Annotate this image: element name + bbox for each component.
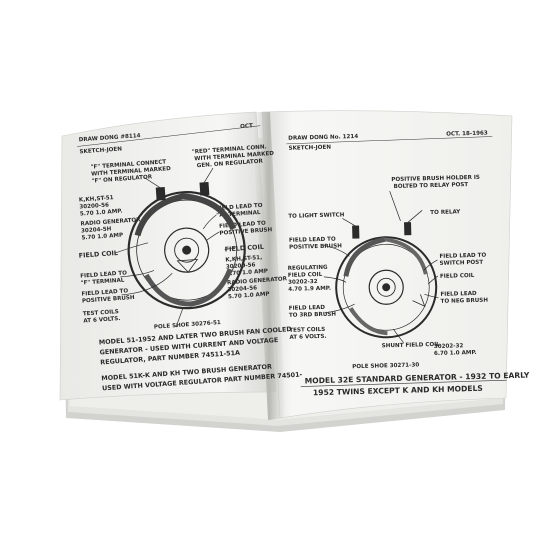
left-field-lead-r2: FIELD LEAD TO: [219, 221, 266, 230]
left-spec-3: 5.70 1.0 AMP.: [80, 209, 123, 218]
right-field-lead-neg-2: TO NEG BRUSH: [441, 298, 489, 305]
left-red-terminal: "RED" TERMINAL CONN.: [192, 144, 267, 155]
right-rf-spec-1: 30202-32: [288, 279, 318, 286]
right-field-lead-3rd: FIELD LEAD: [289, 305, 326, 312]
left-spec-r2: 30200-56: [226, 262, 256, 270]
right-to-relay: TO RELAY: [430, 209, 461, 216]
right-field-lead-switch-2: SWITCH POST: [440, 260, 484, 267]
left-test-coils: TEST COILS: [83, 309, 119, 317]
left-radio-2: 30204-5H: [81, 226, 112, 234]
left-spec-r3: 5.70 1.0 AMP: [226, 269, 268, 278]
right-generator-diagram: [322, 191, 439, 344]
left-pole-shoe: POLE SHOE 30276-51: [154, 320, 221, 331]
right-field-lead-pos: FIELD LEAD TO: [289, 237, 336, 244]
left-spec-1: K,KH,ST-51: [79, 195, 114, 203]
right-pos-brush-2: BOLTED TO RELAY POST: [394, 182, 469, 190]
left-field-lead-neg-2: "F" TERMINAL: [81, 278, 126, 287]
left-header-drawing-no: DRAW DONG #8114: [79, 133, 141, 143]
right-field-coil: FIELD COIL: [288, 272, 323, 279]
left-generator-diagram: [114, 167, 246, 328]
right-test-coils-2: AT 6 VOLTS.: [289, 334, 326, 341]
left-field-lead-pos-2: POSITIVE BRUSH: [82, 295, 135, 305]
left-radio-r1: RADIO GENERATOR: [227, 276, 288, 286]
left-radio-r3: 5.70 1.0 AMP: [228, 291, 270, 300]
right-header-date: OCT. 18-1963: [446, 131, 488, 138]
left-field-lead-pos: FIELD LEAD TO: [81, 288, 128, 297]
right-to-light: TO LIGHT SWITCH: [288, 212, 345, 219]
right-shunt-spec-2: 6.70 1.0 AMP.: [434, 350, 477, 357]
left-field-lead-r2-2: POSITIVE BRUSH: [219, 227, 272, 237]
right-field-lead-neg: FIELD LEAD: [440, 291, 477, 298]
right-pos-brush-1: POSITIVE BRUSH HOLDER IS: [391, 175, 480, 183]
right-shunt-spec-1: 30202-32: [434, 343, 464, 350]
right-field-lead-switch: FIELD LEAD TO: [439, 253, 486, 260]
right-page: [261, 110, 513, 419]
right-header-sketch: SKETCH-JOEN: [288, 145, 331, 152]
left-radio-1: RADIO GENERATOR: [80, 217, 141, 227]
left-field-lead-r1: FIELD LEAD TO: [216, 203, 263, 212]
left-radio-3: 5.70 1.0 AMP: [81, 233, 123, 242]
left-field-coil: FIELD COIL: [79, 249, 119, 260]
right-field-coil-r: FIELD COIL: [440, 273, 475, 280]
left-test-coils-2: AT 6 VOLTS.: [83, 316, 120, 325]
left-field-lead-r1-2: "A" TERMINAL: [216, 210, 261, 219]
right-regulating: REGULATING: [288, 265, 328, 272]
right-caption-2: 1952 TWINS EXCEPT K AND KH MODELS: [313, 384, 483, 397]
right-header-drawing-no: DRAW DONG No. 1214: [288, 134, 358, 142]
right-field-lead-pos-2: POSITIVE BRUSH: [289, 243, 342, 250]
left-red-terminal-3: GEN. ON REGULATOR: [197, 159, 264, 170]
left-f-terminal-2: WITH TERMINAL MARKED: [91, 166, 171, 178]
left-spec-2: 30200-56: [79, 202, 109, 210]
left-f-terminal: "F" TERMINAL CONNECT: [90, 159, 166, 170]
left-header-sketch: SKETCH-JOEN: [79, 146, 122, 155]
left-header-oct: OCT: [240, 123, 253, 130]
left-red-terminal-2: WITH TERMINAL MARKED: [194, 151, 274, 163]
gutter: [252, 112, 286, 420]
right-pole-shoe: POLE SHOE 30271-30: [352, 362, 419, 370]
left-field-lead-neg: FIELD LEAD TO: [80, 270, 127, 279]
left-f-terminal-3: "F" ON REGULATOR: [91, 174, 153, 184]
left-radio-r2: 30204-56: [227, 285, 257, 293]
right-field-lead-3rd-2: TO 3RD BRUSH: [289, 312, 337, 319]
right-test-coils: TEST COILS: [289, 327, 325, 334]
right-shunt: SHUNT FIELD COIL: [382, 342, 441, 350]
right-rf-spec-2: 4.70 1.9 AMP.: [288, 286, 331, 293]
